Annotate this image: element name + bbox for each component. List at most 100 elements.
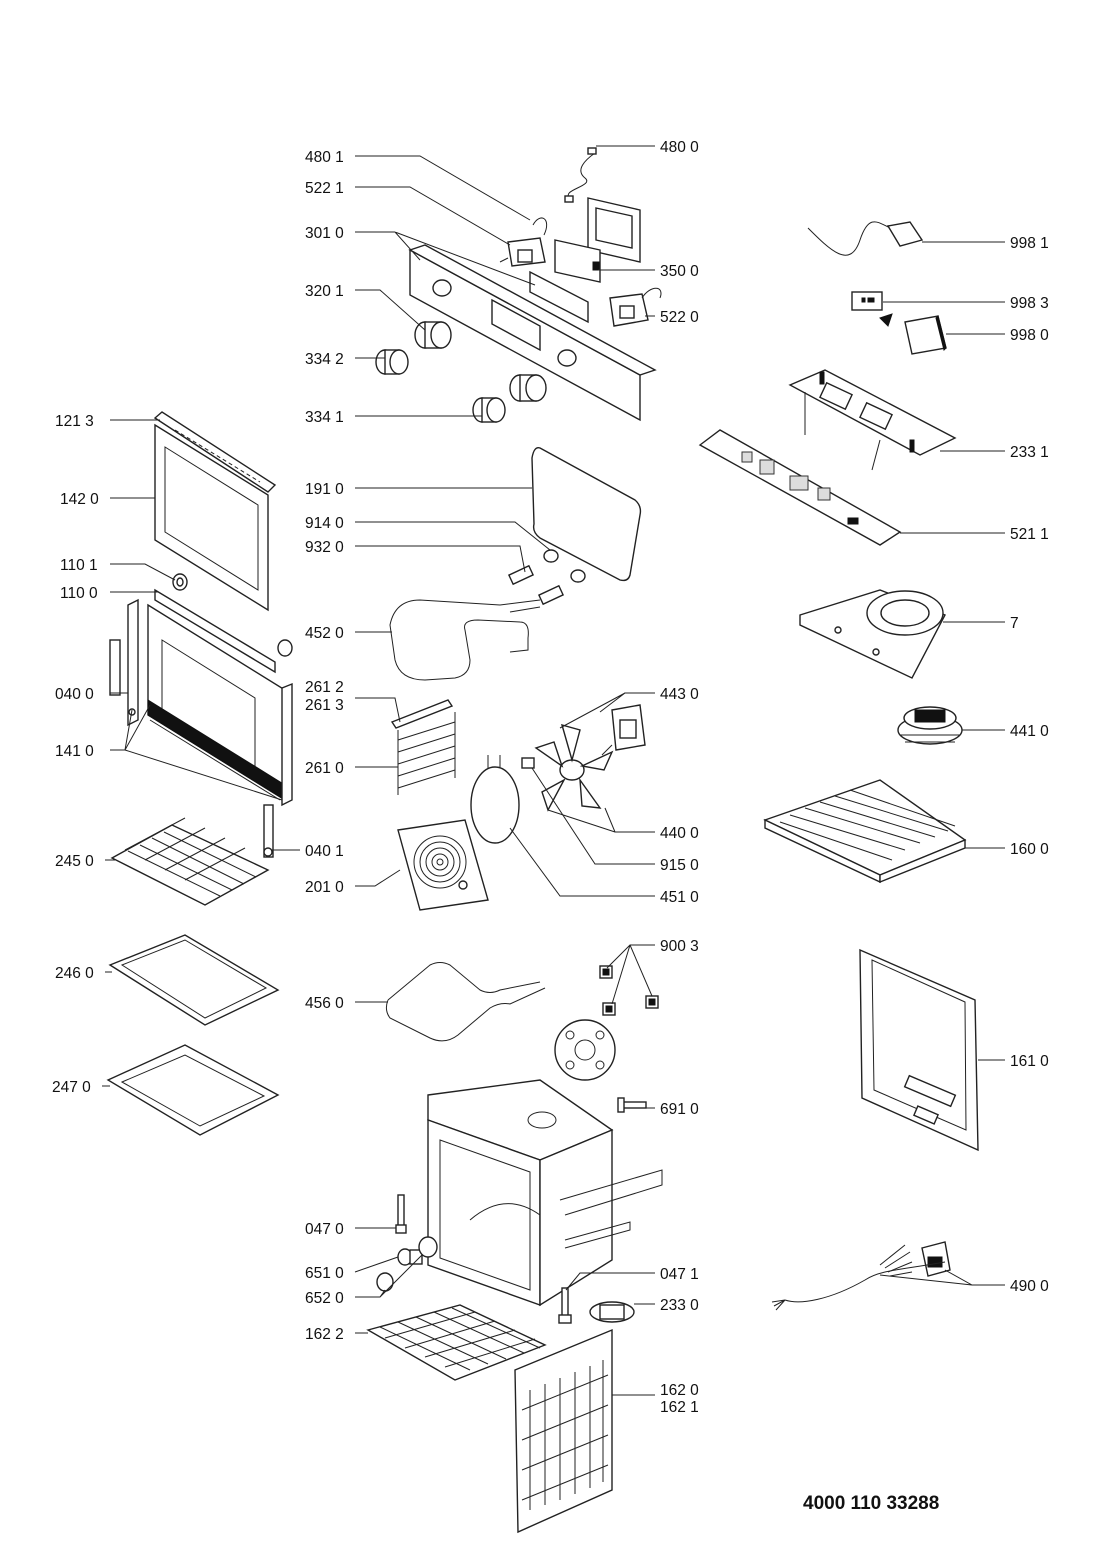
callout-245-0: 245 0: [55, 853, 94, 870]
callout-labels: 480 1 480 0 522 1 301 0 350 0 320 1 522 …: [52, 139, 1049, 1416]
callout-480-1: 480 1: [305, 149, 344, 166]
rack-rail-261-2: [390, 699, 454, 729]
sensor-047-1: [558, 1287, 572, 1324]
module-998-0: [904, 315, 947, 355]
outer-glass-142-0: [154, 423, 269, 612]
callout-161-0: 161 0: [1010, 1053, 1049, 1070]
callout-490-0: 490 0: [1010, 1278, 1049, 1295]
callout-142-0: 142 0: [60, 491, 99, 508]
side-panel-162-0: [514, 1328, 613, 1534]
round-element-451-0: [470, 755, 520, 844]
callout-162-2: 162 2: [305, 1326, 344, 1343]
callout-443-0: 443 0: [660, 686, 699, 703]
leader-lines: [102, 145, 1005, 1396]
fan-cover-plate-201-0: [397, 819, 489, 911]
callout-141-0: 141 0: [55, 743, 94, 760]
pcb-521-1: [698, 429, 902, 546]
knob-bushing-320-1: [414, 321, 452, 349]
cap-110-1: [172, 573, 188, 591]
callout-522-1: 522 1: [305, 180, 344, 197]
callout-261-3: 261 3: [305, 697, 344, 714]
deep-tray-247-0: [106, 1044, 280, 1136]
callout-7: 7: [1010, 615, 1019, 632]
callout-121-3: 121 3: [55, 413, 94, 430]
bracket-233-0: [589, 1301, 635, 1323]
callout-246-0: 246 0: [55, 965, 94, 982]
bottom-grid-162-2: [366, 1304, 547, 1381]
document-number: 4000 110 33288: [803, 1493, 940, 1514]
switch-522-0: [609, 287, 662, 327]
cap-110-0: [154, 588, 293, 674]
callout-998-1: 998 1: [1010, 235, 1049, 252]
wire-harness-480-0: [564, 147, 597, 203]
label-998-3: [851, 291, 893, 327]
callout-233-0: 233 0: [660, 1297, 699, 1314]
callout-441-0: 441 0: [1010, 723, 1049, 740]
callout-691-0: 691 0: [660, 1101, 699, 1118]
mains-cable-490-0: [771, 1241, 951, 1311]
fan-motor-443-0: [601, 704, 646, 756]
callout-247-0: 247 0: [52, 1079, 91, 1096]
callout-998-3: 998 3: [1010, 295, 1049, 312]
callout-932-0: 932 0: [305, 539, 344, 556]
callout-915-0: 915 0: [660, 857, 699, 874]
insulator-932-0: [507, 564, 565, 606]
wire-shelf-245-0: [110, 817, 270, 906]
cable-998-1: [807, 221, 924, 256]
module-bracket-350-0: [554, 197, 641, 283]
knob-334-1: [472, 374, 547, 423]
switch-522-1: [499, 237, 546, 267]
knob-334-2: [375, 349, 409, 375]
fan-cover-7: [799, 589, 946, 679]
lamp-cover-652-0: [376, 1272, 394, 1292]
callout-456-0: 456 0: [305, 995, 344, 1012]
pcb-bracket-233-1: [788, 369, 957, 471]
door-gasket-191-0: [531, 447, 642, 582]
wire-480-1: [532, 217, 548, 236]
callout-451-0: 451 0: [660, 889, 699, 906]
callout-480-0: 480 0: [660, 139, 699, 156]
oven-cavity: [427, 1079, 663, 1307]
callout-191-0: 191 0: [305, 481, 344, 498]
callout-900-3: 900 3: [660, 938, 699, 955]
callout-350-0: 350 0: [660, 263, 699, 280]
callout-160-0: 160 0: [1010, 841, 1049, 858]
lamp-651-0: [397, 1236, 438, 1266]
callout-162-1: 162 1: [660, 1399, 699, 1416]
hinge-040-0: [109, 598, 139, 727]
bushing-914-0: [543, 549, 586, 583]
door-top-profile-121-3: [153, 411, 277, 493]
fan-blade-440-0: [534, 723, 614, 812]
callout-998-0: 998 0: [1010, 327, 1049, 344]
heating-element-452-0: [389, 599, 541, 681]
callout-652-0: 652 0: [305, 1290, 344, 1307]
callout-110-1: 110 1: [60, 557, 98, 574]
callout-522-0: 522 0: [660, 309, 699, 326]
callout-914-0: 914 0: [305, 515, 344, 532]
callout-110-0: 110 0: [60, 585, 98, 602]
callout-261-2: 261 2: [305, 679, 344, 696]
callout-047-0: 047 0: [305, 1221, 344, 1238]
callout-040-0: 040 0: [55, 686, 94, 703]
fan-motor-441-0: [897, 706, 963, 745]
callout-440-0: 440 0: [660, 825, 699, 842]
callout-320-1: 320 1: [305, 283, 344, 300]
control-panel-301-0: [408, 244, 657, 422]
callout-261-0: 261 0: [305, 760, 344, 777]
callout-651-0: 651 0: [305, 1265, 344, 1282]
hinge-040-1: [263, 804, 274, 858]
callout-162-0: 162 0: [660, 1382, 699, 1399]
callout-301-0: 301 0: [305, 225, 344, 242]
side-rack-261-0: [397, 712, 456, 795]
callout-334-1: 334 1: [305, 409, 344, 426]
callout-233-1: 233 1: [1010, 444, 1049, 461]
lower-element-456-0: [385, 962, 546, 1042]
callout-201-0: 201 0: [305, 879, 344, 896]
sensor-047-0: [395, 1194, 407, 1234]
nut-915-0: [521, 757, 535, 769]
bracket-691-0: [554, 1019, 647, 1113]
callout-521-1: 521 1: [1010, 526, 1049, 543]
callout-040-1: 040 1: [305, 843, 344, 860]
back-wall-161-0: [859, 948, 979, 1152]
